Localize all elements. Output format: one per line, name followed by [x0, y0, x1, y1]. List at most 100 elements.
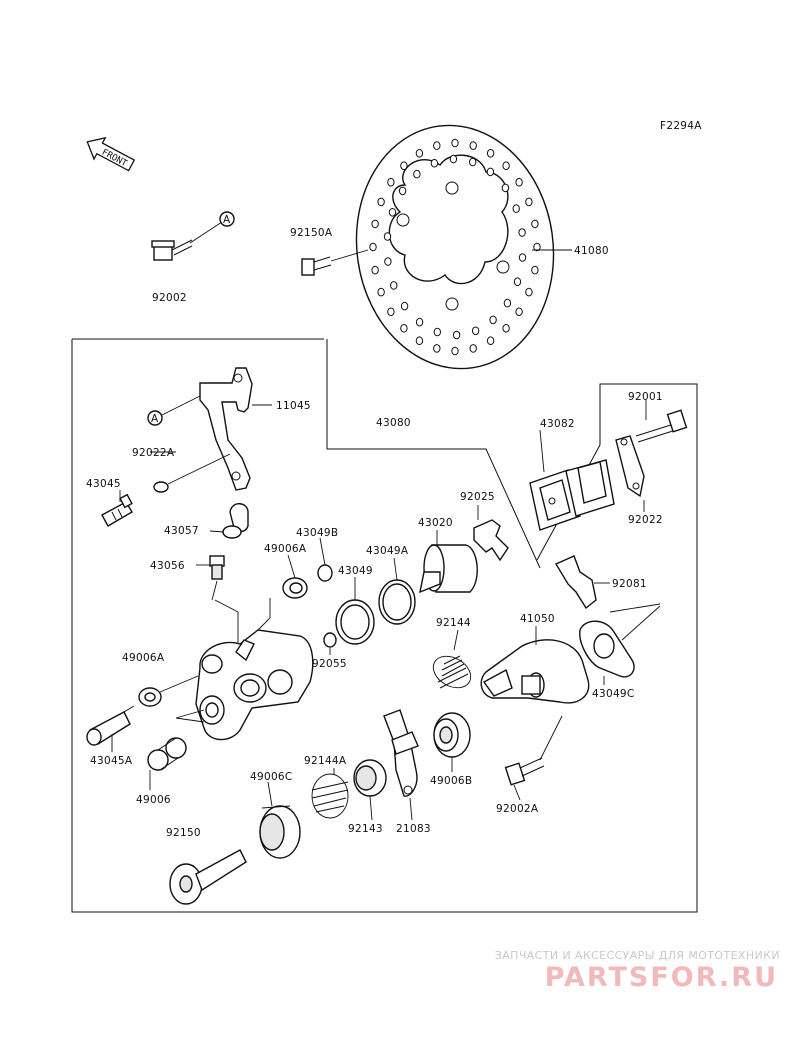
disc-hole [451, 138, 459, 148]
disc-hole [369, 242, 377, 252]
disc-hole [371, 219, 379, 229]
lever-41050 [480, 639, 590, 704]
disc-hole [486, 167, 495, 177]
label-43056: 43056 [150, 560, 185, 572]
disc-hole [525, 287, 533, 297]
disc-hole [390, 281, 398, 290]
disc-hole [531, 265, 539, 275]
clip-92025 [473, 519, 509, 562]
disc-hole [512, 204, 520, 213]
seal-49006B [433, 712, 471, 758]
disc-hole [377, 197, 385, 207]
label-43049C: 43049C [592, 688, 635, 700]
disc-hole [525, 197, 533, 207]
disc-hole [384, 257, 392, 266]
assembly-frame [71, 339, 698, 913]
spring-92144 [432, 655, 472, 689]
label-43049B: 43049B [296, 527, 338, 539]
label-92022A: 92022A [132, 447, 175, 459]
label-49006A-left: 49006A [122, 652, 165, 664]
disc-hole [400, 301, 409, 311]
disc-hole [433, 141, 441, 150]
label-92144: 92144 [436, 617, 471, 629]
disc-hole [469, 157, 477, 167]
piston-43020 [419, 544, 478, 594]
seal-49006A-top [282, 577, 308, 599]
cap-49006C [259, 805, 301, 859]
plate-92022 [615, 435, 645, 498]
disc-hole [469, 141, 477, 150]
disc-hole [502, 324, 510, 333]
pin-43045 [101, 493, 133, 527]
label-92022: 92022 [628, 514, 663, 526]
brake-disc [355, 124, 555, 370]
disc-hole [400, 324, 408, 333]
disc-hole [518, 253, 527, 262]
disc-hole [413, 169, 421, 179]
disc-hole [371, 265, 379, 275]
disc-hole [471, 326, 480, 336]
leader-lines [111, 249, 647, 821]
gasket-43049C [579, 620, 635, 678]
label-49006C: 49006C [250, 771, 293, 783]
front-arrow-icon: FRONT [86, 136, 136, 172]
disc-hole [449, 154, 458, 164]
disc-hole [400, 161, 408, 170]
disc-hole [387, 177, 395, 187]
label-49006: 49006 [136, 794, 171, 806]
label-43080: 43080 [376, 417, 411, 429]
label-92081: 92081 [612, 578, 647, 590]
bolt-92150A [301, 249, 369, 276]
caliper-bracket [199, 367, 253, 491]
disc-hole [452, 330, 461, 340]
diagram-code: F2294A [660, 120, 702, 132]
disc-hole [518, 228, 526, 237]
label-43045: 43045 [86, 478, 121, 490]
disc-hole [388, 208, 397, 217]
disc-hole [513, 277, 522, 287]
label-92001: 92001 [628, 391, 663, 403]
disc-hole [433, 327, 441, 337]
label-92144A: 92144A [304, 755, 347, 767]
lever-21083 [383, 709, 419, 797]
label-92002A: 92002A [496, 803, 539, 815]
disc-hole [503, 298, 512, 308]
disc-hole [415, 336, 424, 346]
label-43049A: 43049A [366, 545, 409, 557]
disc-hole [486, 336, 495, 346]
washer-92143 [353, 759, 387, 797]
seal-43049 [335, 599, 375, 645]
label-43049: 43049 [338, 565, 373, 577]
seal-43049A [378, 579, 416, 625]
callout-a-label: A [223, 214, 231, 226]
callout-a-top [219, 211, 235, 227]
bolt-49006 [147, 737, 187, 771]
disc-hole [383, 232, 392, 241]
disc-hole [433, 344, 441, 353]
label-92025: 92025 [460, 491, 495, 503]
disc-hole [415, 317, 424, 327]
disc-hole [451, 346, 459, 356]
label-92055: 92055 [312, 658, 347, 670]
bolt-92002 [151, 221, 223, 261]
label-21083: 21083 [396, 823, 431, 835]
label-43057: 43057 [164, 525, 199, 537]
bleeder-43057 [222, 503, 249, 539]
disc-hole [533, 242, 541, 252]
disc-hole [430, 158, 439, 168]
label-92002: 92002 [152, 292, 187, 304]
bolt-92001 [635, 409, 688, 443]
brake-pads-43082 [529, 459, 615, 531]
caliper-body [195, 629, 314, 741]
callout-a-left [147, 410, 163, 426]
disc-vent-holes [369, 138, 541, 356]
disc-hole [415, 149, 424, 158]
pin-43045A [86, 705, 135, 746]
spring-92144A [311, 773, 349, 819]
bleeder-43056 [209, 555, 225, 601]
seal-49006A-left [138, 687, 162, 707]
disc-hole [502, 161, 510, 170]
bolt-92150 [169, 849, 247, 905]
label-49006B: 49006B [430, 775, 472, 787]
